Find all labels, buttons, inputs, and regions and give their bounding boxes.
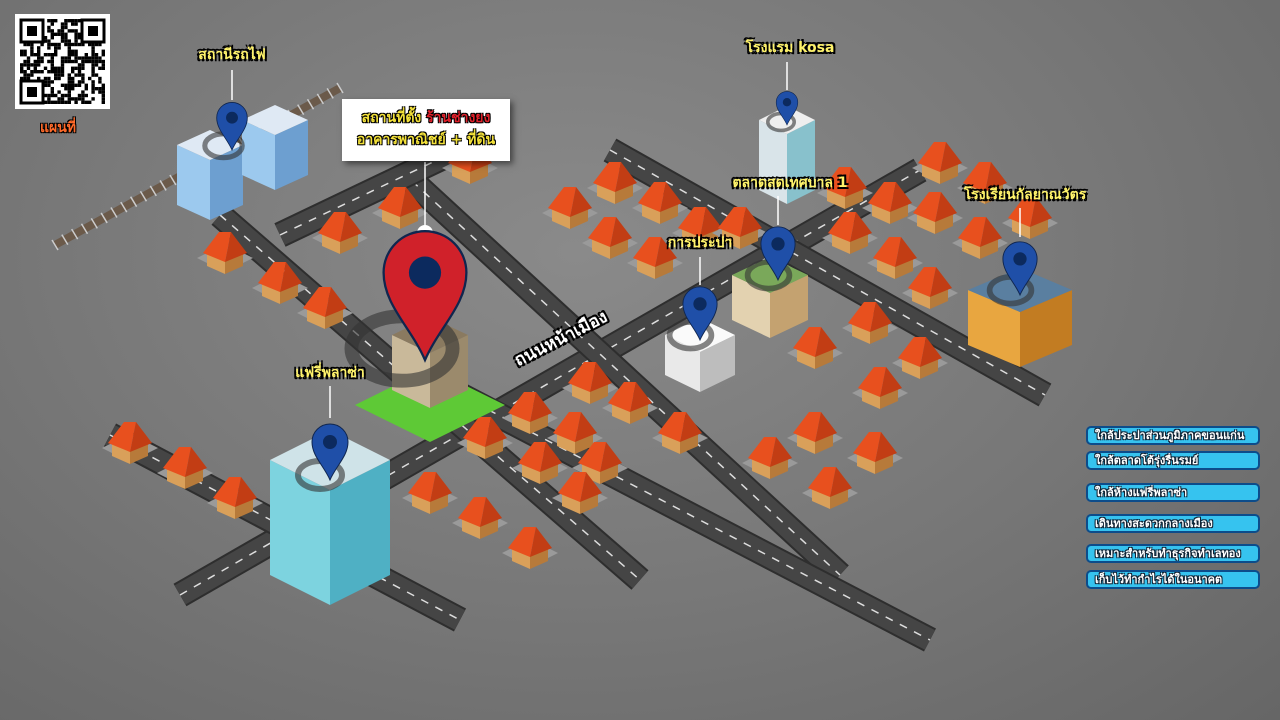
house [892,337,948,379]
house [402,472,458,514]
house [842,302,898,344]
label-train-station: สถานีรถไฟ [198,47,266,63]
house [602,382,658,424]
location-callout: สถานที่ตั้ง ร้านช่างยง อาคารพาณิชย์ + ที… [342,99,510,161]
feature-item: เหมาะสำหรับทำธุรกิจทำเลทอง [1086,544,1260,563]
house [817,167,873,209]
house [102,422,158,464]
house [512,442,568,484]
house [587,162,643,204]
house [452,497,508,539]
houses [102,142,1058,569]
label-waterworks: การประปา [667,235,733,251]
house [672,207,728,249]
house [912,142,968,184]
feature-item: ใกล้ประปาส่วนภูมิภาคขอนแก่น [1086,426,1260,445]
feature-item: เก็บไว้ทำกำไรได้ในอนาคต [1086,570,1260,589]
house [502,392,558,434]
house [852,367,908,409]
house [1002,197,1058,239]
callout-prefix: สถานที่ตั้ง [361,110,422,126]
map-label: แผนที่ [40,120,77,136]
house [712,207,768,249]
house [372,187,428,229]
feature-item: เดินทางสะดวกกลางเมือง [1086,514,1260,533]
train-station-building-2 [242,105,308,190]
school-pin [986,241,1038,307]
pins [202,62,1038,492]
house [547,412,603,454]
house [822,212,878,254]
house [157,447,213,489]
house [207,477,263,519]
house [542,187,598,229]
house [457,417,513,459]
waterworks-pin [666,286,718,352]
house [742,437,798,479]
market-pin [744,226,796,292]
house [502,527,558,569]
label-hotel: โรงแรม kosa [745,40,835,56]
house [252,262,308,304]
house [952,217,1008,259]
house [787,327,843,369]
road-marking [609,149,1046,396]
feature-item: ใกล้ตลาดโต้รุ่งรื่นรมย์ [1086,451,1260,470]
train-station-pin [202,102,248,161]
house [847,432,903,474]
house [582,217,638,259]
property-location-pin [344,230,468,388]
callout-property: อาคารพาณิชย์ + ที่ดิน [356,132,496,148]
house [902,267,958,309]
house [787,412,843,454]
house [907,192,963,234]
house [632,182,688,224]
house [627,237,683,279]
house [197,232,253,274]
hotel-building [759,106,815,204]
label-plaza: แฟรี่พลาซ่า [295,365,365,381]
callout-shop-name: ร้านช่างยง [426,110,491,126]
label-market: ตลาดสดเทศบาล 1 [732,175,848,191]
house [552,472,608,514]
house [862,182,918,224]
road-marking [399,169,841,576]
house [802,467,858,509]
feature-item: ใกล้ห้างแฟรี่พลาซ่า [1086,483,1260,502]
house [867,237,923,279]
label-school: โรงเรียนกัลยาณวัตร [963,187,1087,203]
house [297,287,353,329]
house [652,412,708,454]
house [312,212,368,254]
house [562,362,618,404]
qr-code[interactable] [15,14,110,109]
house [957,162,1013,204]
plaza-pin [295,423,349,492]
hotel-pin [765,91,799,133]
